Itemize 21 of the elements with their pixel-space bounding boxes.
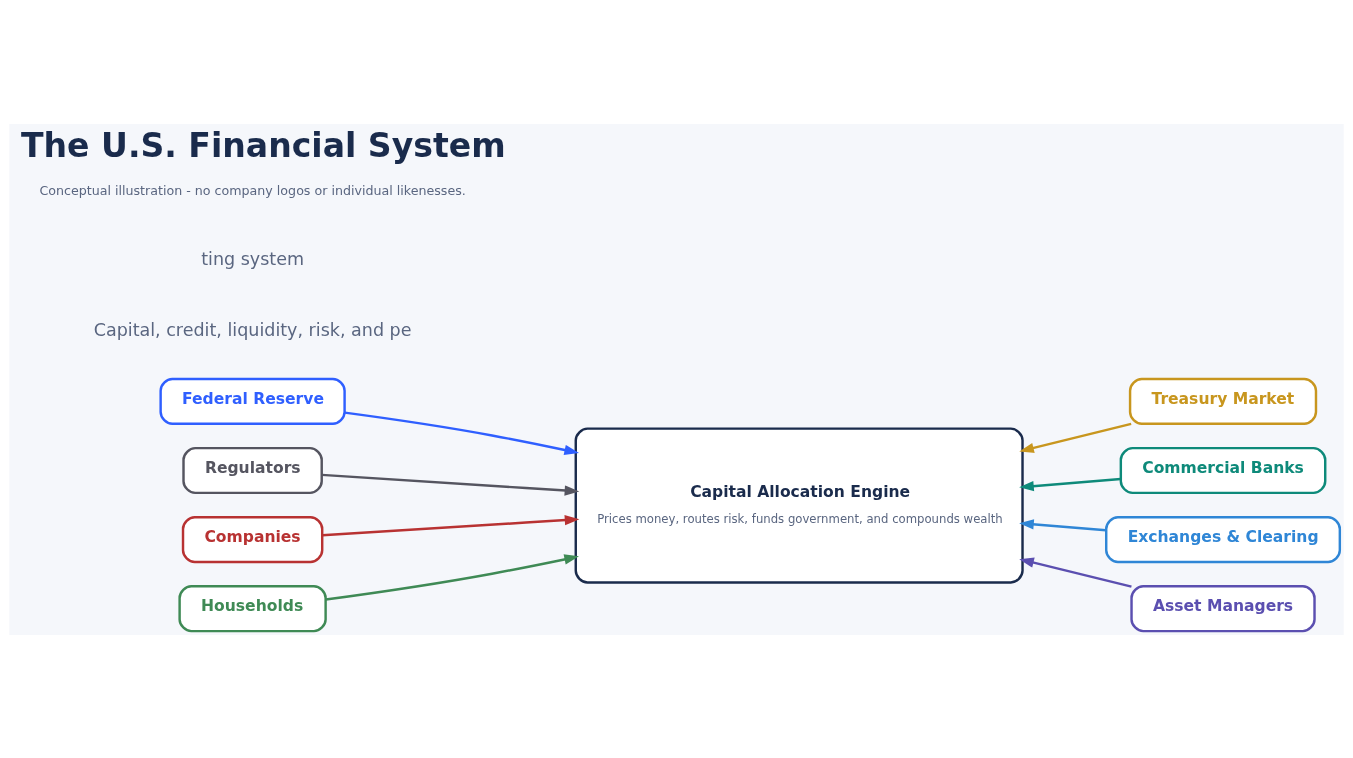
diagram-title: The U.S. Financial System (20, 125, 506, 165)
node-box: Households (178, 584, 327, 632)
node-box: Exchanges & Clearing (1105, 515, 1342, 563)
node-box: Regulators (182, 446, 323, 494)
node-box: Federal Reserve (159, 377, 346, 425)
label: ting system (201, 248, 305, 269)
arrow (321, 473, 580, 496)
label: Capital, credit, liquidity, risk, and pe (93, 319, 412, 340)
arrow (1019, 422, 1132, 453)
arrow (344, 410, 579, 455)
arrow (322, 514, 580, 537)
arrow (1019, 518, 1107, 531)
node-box: Treasury Market (1128, 377, 1318, 425)
node-box: Commercial Banks (1119, 446, 1327, 494)
caption: Conceptual illustration - no company logos or individual likenesses. (39, 182, 466, 198)
node-box: Asset Managers (1130, 584, 1316, 632)
arrow (1019, 557, 1132, 588)
arrow (325, 553, 579, 601)
arrow (1019, 477, 1121, 491)
node-box: Companies (181, 515, 324, 563)
node-box: Capital Allocation Engine Prices money, routes risk, funds government, and compounds wealth (574, 426, 1024, 584)
